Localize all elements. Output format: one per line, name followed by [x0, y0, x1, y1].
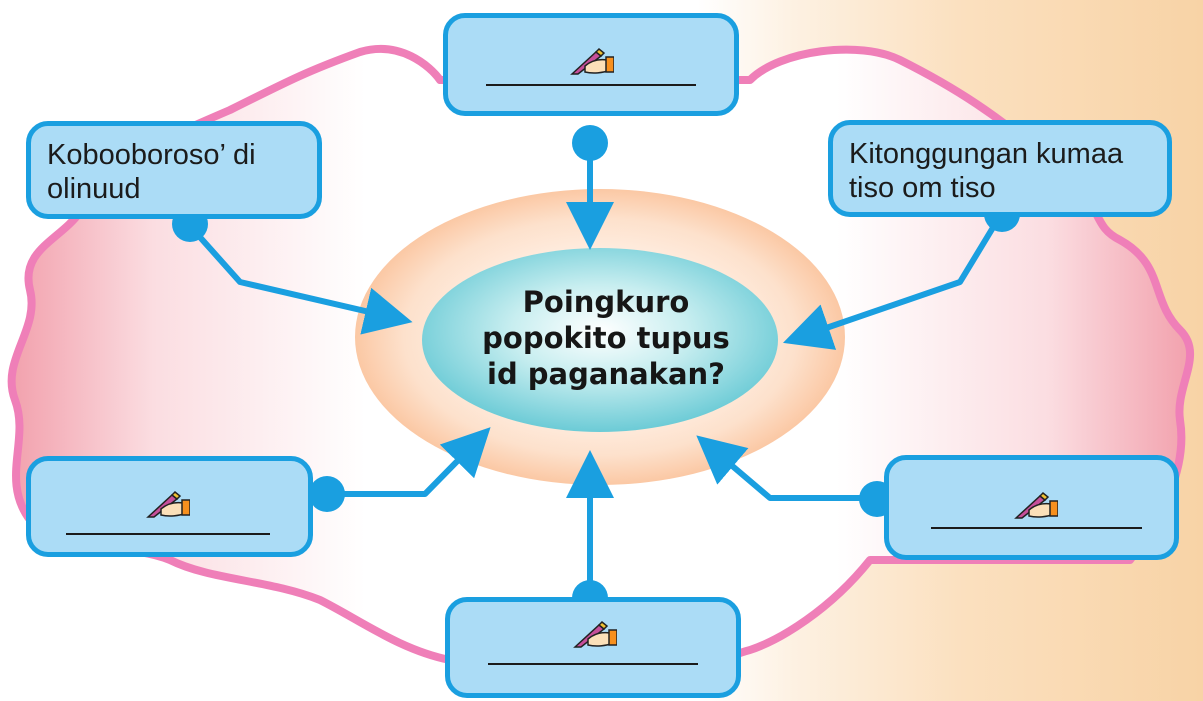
- answer-line-bottom-left[interactable]: [66, 533, 270, 535]
- writing-hand-icon: [146, 490, 190, 518]
- connector-bottom-right: [696, 435, 878, 501]
- connector-dot-bottom-left: [309, 476, 345, 512]
- center-question-line-2: popokito tupus: [482, 321, 730, 355]
- node-top-right: Kitonggungan kumaa tiso om tiso: [828, 120, 1172, 217]
- connector-top-left: [187, 223, 413, 335]
- node-top: [443, 13, 739, 116]
- center-question-line-3: id paganakan?: [487, 357, 725, 391]
- center-inner-ellipse: [422, 248, 778, 432]
- node-bottom: [445, 597, 741, 698]
- node-bottom-right: [884, 455, 1179, 560]
- connector-dot-top: [572, 125, 608, 161]
- node-top-right-text: Kitonggungan kumaa tiso om tiso: [849, 138, 1124, 204]
- node-bottom-left: [26, 456, 313, 557]
- writing-hand-icon: [573, 620, 617, 648]
- node-top-left-text: Kobooboroso’ di olinuud: [47, 139, 256, 205]
- answer-line-bottom[interactable]: [488, 663, 698, 665]
- center-question: Poingkuro popokito tupus id paganakan?: [455, 284, 757, 392]
- node-top-left: Kobooboroso’ di olinuud: [26, 121, 322, 219]
- writing-hand-icon: [1014, 491, 1058, 519]
- answer-line-top[interactable]: [486, 84, 696, 86]
- answer-line-bottom-right[interactable]: [931, 527, 1142, 529]
- connector-top-right: [782, 213, 1003, 350]
- writing-hand-icon: [570, 47, 614, 75]
- connector-bottom-left: [327, 427, 491, 497]
- center-question-line-1: Poingkuro: [522, 285, 690, 319]
